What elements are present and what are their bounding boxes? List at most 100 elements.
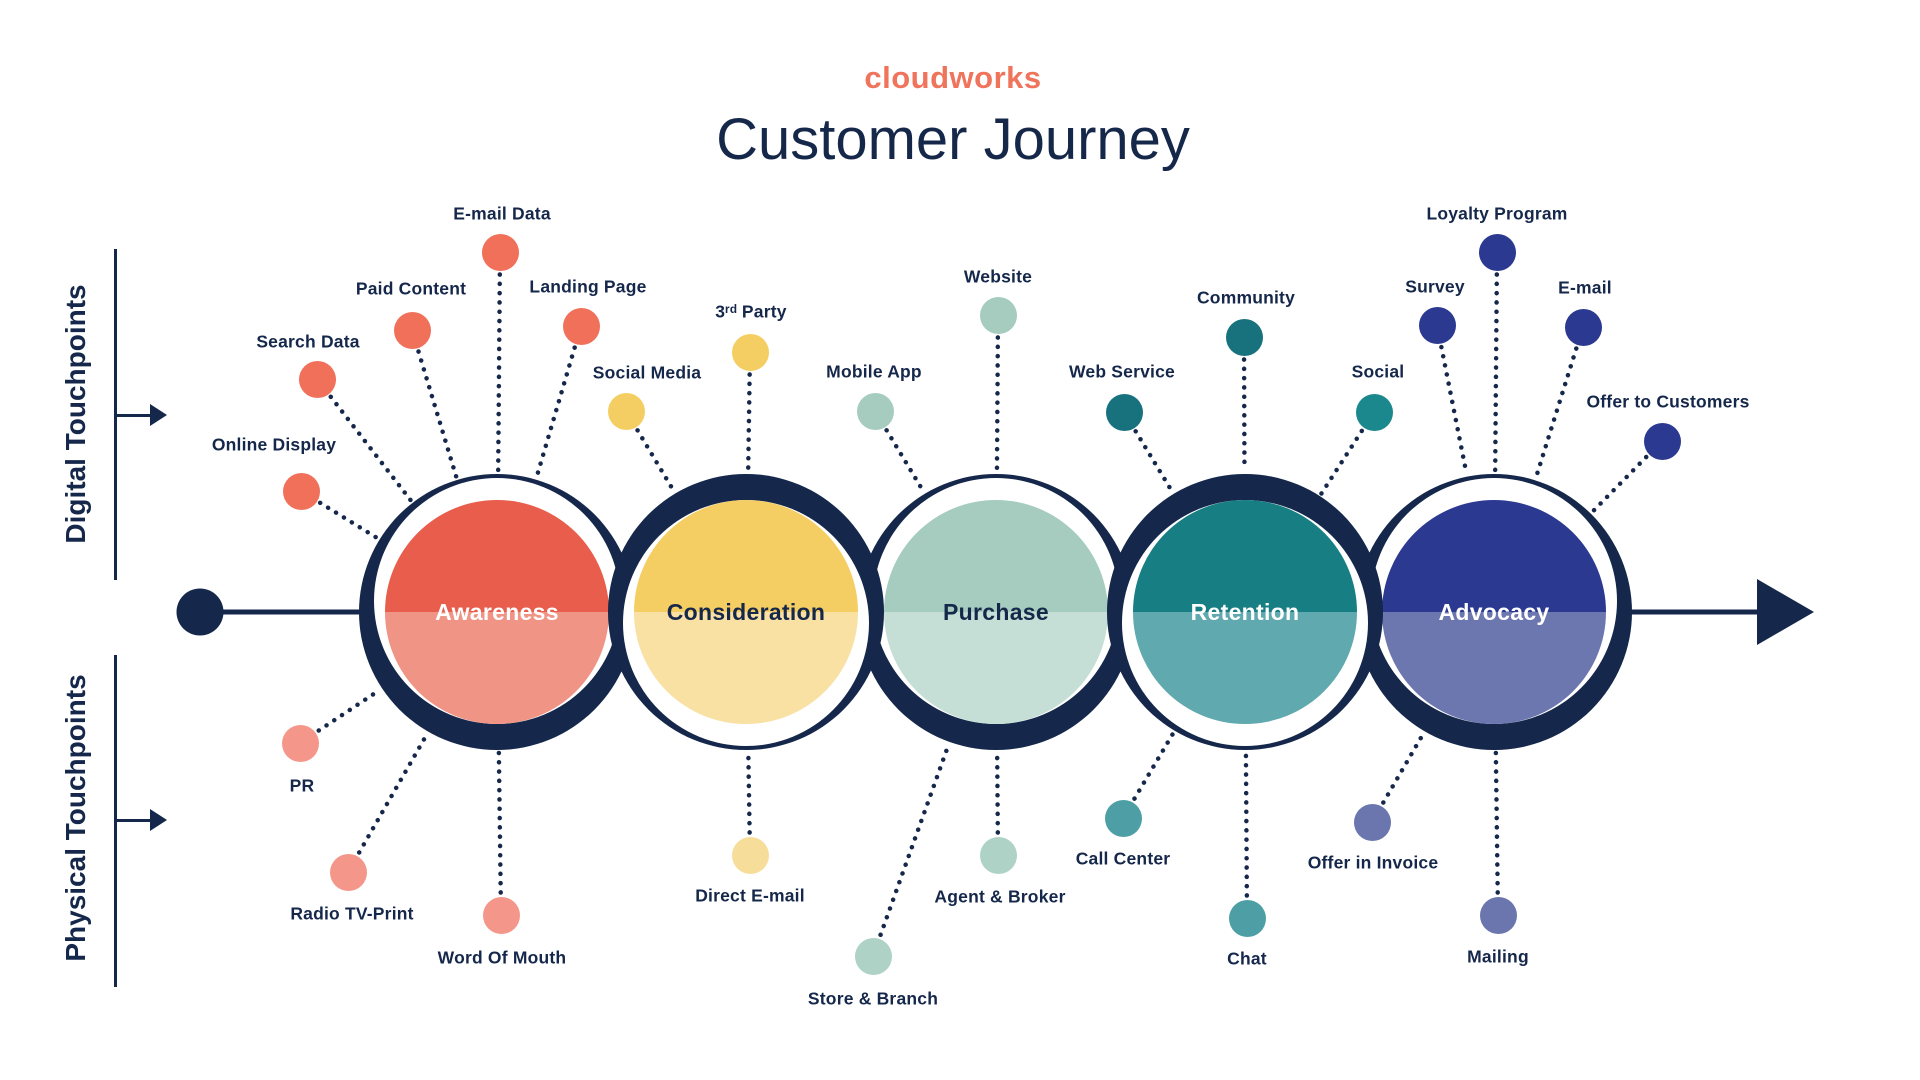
stage-circle-consideration: Consideration	[608, 474, 884, 750]
axis-arrowhead-icon	[1757, 579, 1814, 645]
rail-physical-label: Physical Touchpoints	[60, 674, 91, 962]
connector-line-online-display	[317, 500, 380, 541]
touchpoint-label-social: Social	[1351, 361, 1405, 382]
touchpoint-label-direct-e-mail: Direct E-mail	[695, 885, 805, 906]
touchpoint-dot-paid-content	[393, 311, 431, 349]
stage-disk-awareness	[385, 500, 609, 724]
connector-line-store-branch	[878, 742, 951, 938]
touchpoint-dot-e-mail-data	[481, 233, 519, 271]
touchpoint-label-survey: Survey	[1405, 276, 1465, 297]
touchpoint-dot-offer-to-customers	[1643, 422, 1681, 460]
connector-line-loyalty-program	[1492, 272, 1500, 474]
connector-line-mailing	[1493, 750, 1500, 895]
rail-physical-arrow-icon	[150, 809, 167, 831]
stage-label-consideration: Consideration	[666, 598, 826, 625]
stage-circle-advocacy: Advocacy	[1356, 474, 1632, 750]
connector-line-direct-e-mail	[746, 750, 752, 835]
stage-disk-retention	[1133, 500, 1357, 724]
touchpoint-label-website: Website	[963, 266, 1033, 287]
stage-circle-retention: Retention	[1107, 474, 1383, 750]
touchpoint-label-online-display: Online Display	[211, 434, 337, 455]
connector-line-agent-broker	[994, 750, 1001, 835]
touchpoint-dot-pr	[281, 724, 319, 762]
stage-circle-awareness: Awareness	[359, 474, 635, 750]
touchpoint-label-community: Community	[1196, 287, 1296, 308]
connector-line-3-party	[745, 372, 752, 474]
touchpoint-dot-website	[979, 296, 1017, 334]
connector-line-social-media	[635, 428, 676, 494]
stage-disk-purchase	[884, 500, 1108, 724]
stage-label-advocacy: Advocacy	[1438, 598, 1550, 625]
connector-line-e-mail-data	[495, 272, 503, 474]
touchpoint-label-e-mail: E-mail	[1558, 277, 1612, 298]
connector-line-survey	[1439, 344, 1469, 476]
connector-line-radio-tv-print	[356, 732, 430, 855]
touchpoint-label-mobile-app: Mobile App	[826, 361, 922, 382]
touchpoint-dot-chat	[1228, 899, 1266, 937]
touchpoint-label-call-center: Call Center	[1075, 848, 1171, 869]
stage-label-purchase: Purchase	[943, 598, 1049, 625]
touchpoint-dot-landing-page	[562, 307, 600, 345]
axis-start-dot	[176, 588, 224, 636]
touchpoint-dot-call-center	[1104, 799, 1142, 837]
rail-digital-arrow-icon	[150, 404, 167, 426]
connector-line-pr	[316, 687, 382, 733]
rail-digital-arrow-stem	[114, 414, 152, 417]
page-title: Customer Journey	[716, 107, 1190, 172]
touchpoint-dot-offer-in-invoice	[1353, 803, 1391, 841]
connector-line-landing-page	[534, 345, 577, 479]
stage-disk-consideration	[634, 500, 858, 724]
touchpoint-dot-search-data	[298, 360, 336, 398]
rail-digital-label: Digital Touchpoints	[60, 284, 91, 544]
touchpoint-label-loyalty-program: Loyalty Program	[1426, 203, 1568, 224]
touchpoint-dot-community	[1225, 318, 1263, 356]
touchpoint-label-social-media: Social Media	[592, 362, 702, 383]
touchpoint-dot-3-party	[731, 333, 769, 371]
touchpoint-label-paid-content: Paid Content	[355, 278, 467, 299]
connector-line-social	[1319, 428, 1365, 496]
touchpoint-dot-e-mail	[1564, 308, 1602, 346]
touchpoint-dot-mobile-app	[856, 392, 894, 430]
connector-line-website	[994, 335, 1001, 474]
touchpoint-label-web-service: Web Service	[1069, 361, 1175, 382]
stage-label-awareness: Awareness	[435, 598, 559, 625]
touchpoint-label-3-party: 3ʳᵈ Party	[715, 301, 787, 322]
stage-circle-purchase: Purchase	[858, 474, 1134, 750]
touchpoint-label-word-of-mouth: Word Of Mouth	[437, 947, 567, 968]
connector-line-chat	[1243, 750, 1250, 898]
touchpoint-label-pr: PR	[289, 775, 315, 796]
touchpoint-dot-social-media	[607, 392, 645, 430]
touchpoint-label-agent-broker: Agent & Broker	[934, 886, 1066, 907]
connector-line-offer-in-invoice	[1381, 731, 1426, 805]
touchpoint-dot-survey	[1418, 306, 1456, 344]
touchpoint-dot-social	[1355, 393, 1393, 431]
rail-physical-arrow-stem	[114, 819, 152, 822]
touchpoint-dot-word-of-mouth	[482, 896, 520, 934]
touchpoint-label-e-mail-data: E-mail Data	[453, 203, 551, 224]
touchpoint-dot-loyalty-program	[1478, 233, 1516, 271]
logo: cloudworks	[864, 60, 1042, 95]
touchpoint-dot-direct-e-mail	[731, 836, 769, 874]
touchpoint-dot-radio-tv-print	[329, 853, 367, 891]
touchpoint-label-chat: Chat	[1227, 948, 1267, 969]
touchpoint-label-radio-tv-print: Radio TV-Print	[290, 903, 414, 924]
touchpoint-dot-store-branch	[854, 937, 892, 975]
stage-disk-advocacy	[1382, 500, 1606, 724]
connector-line-e-mail	[1533, 346, 1579, 480]
connector-line-offer-to-customers	[1590, 454, 1649, 514]
connector-line-paid-content	[416, 349, 459, 480]
connector-line-word-of-mouth	[496, 750, 503, 895]
touchpoint-label-offer-in-invoice: Offer in Invoice	[1307, 852, 1439, 873]
touchpoint-label-search-data: Search Data	[256, 331, 360, 352]
touchpoint-label-mailing: Mailing	[1467, 946, 1529, 967]
stage-label-retention: Retention	[1190, 598, 1300, 625]
connector-line-mobile-app	[884, 428, 926, 494]
connector-line-search-data	[328, 394, 414, 503]
touchpoint-dot-web-service	[1105, 393, 1143, 431]
touchpoint-label-offer-to-customers: Offer to Customers	[1586, 391, 1750, 412]
touchpoint-dot-agent-broker	[979, 836, 1017, 874]
connector-line-call-center	[1132, 731, 1176, 801]
connector-line-web-service	[1133, 429, 1175, 494]
touchpoint-label-landing-page: Landing Page	[529, 276, 647, 297]
